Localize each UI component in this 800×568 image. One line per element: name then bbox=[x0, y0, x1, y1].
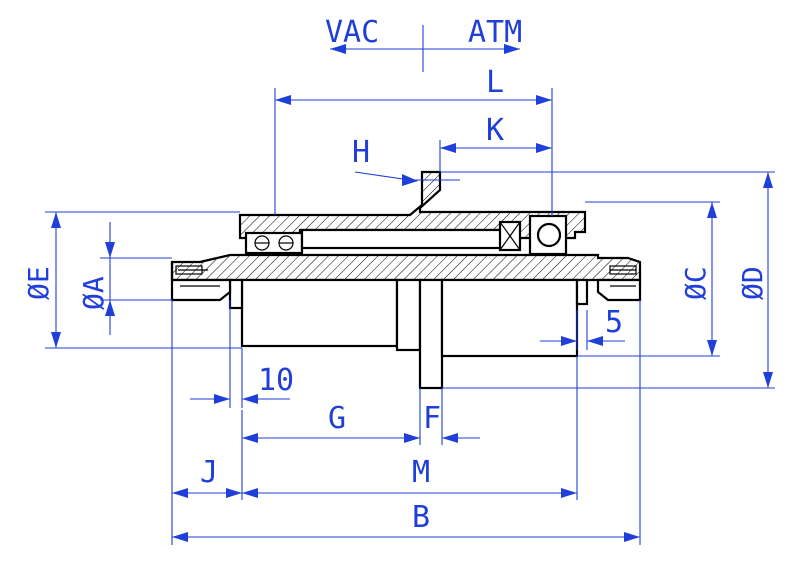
right-collar bbox=[575, 278, 589, 306]
feedthrough-body bbox=[170, 170, 642, 390]
dim-K-label: K bbox=[486, 113, 504, 148]
dim-phiE-label: ØE bbox=[22, 266, 55, 300]
dimensions: VAC ATM L K H ØD ØC bbox=[22, 15, 775, 545]
dim-phiC-label: ØC bbox=[679, 266, 712, 300]
dim-M-label: M bbox=[412, 455, 430, 490]
left-bearing bbox=[244, 231, 304, 255]
right-bearing bbox=[498, 214, 568, 256]
lower-body-step bbox=[395, 278, 422, 352]
shaft-section bbox=[170, 253, 642, 282]
lower-body-right bbox=[440, 278, 579, 358]
lower-body-left bbox=[240, 278, 399, 348]
dim-5-label: 5 bbox=[605, 305, 623, 340]
dim-B-label: B bbox=[412, 500, 430, 535]
inner-sleeve bbox=[300, 228, 504, 250]
dim-phiA-label: ØA bbox=[77, 276, 110, 310]
housing-section bbox=[238, 170, 587, 240]
dim-J-label: J bbox=[200, 455, 218, 490]
flange bbox=[418, 278, 444, 390]
dim-G-label: G bbox=[328, 401, 346, 436]
dim-10-label: 10 bbox=[258, 363, 294, 398]
right-shaft-end bbox=[596, 278, 642, 302]
dim-H-label: H bbox=[352, 135, 370, 170]
vac-label: VAC bbox=[325, 15, 379, 50]
dim-phiD-label: ØD bbox=[736, 266, 769, 300]
atm-label: ATM bbox=[468, 15, 522, 50]
dim-F-label: F bbox=[423, 401, 441, 436]
left-collar bbox=[228, 278, 244, 310]
dim-L-label: L bbox=[486, 65, 504, 100]
